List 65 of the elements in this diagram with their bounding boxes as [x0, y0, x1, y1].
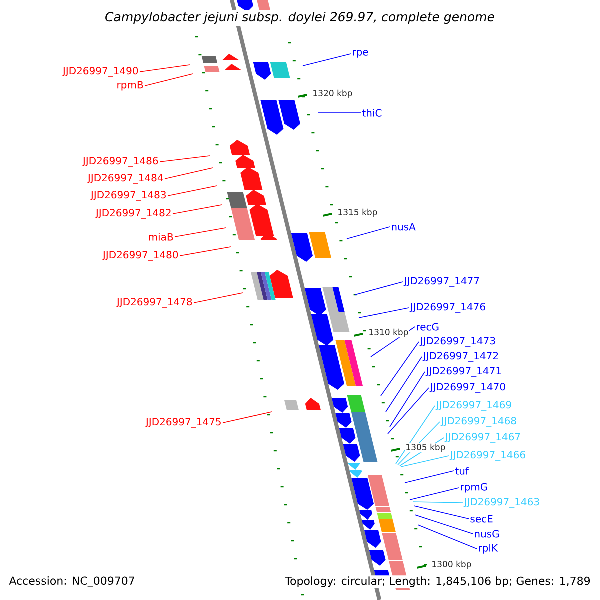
- position-label: 1310 kbp: [368, 328, 410, 338]
- gene-label: rpmG: [461, 483, 488, 493]
- leader-line: [174, 228, 226, 238]
- gene-label: JJD26997_1490: [62, 67, 138, 77]
- gene-label: JJD26997_1475: [145, 418, 221, 428]
- gene-label: JJD26997_1472: [422, 352, 498, 362]
- gene-label: JJD26997_1473: [420, 337, 496, 347]
- leader-line: [172, 204, 222, 214]
- gene-label: JJD26997_1476: [410, 303, 486, 313]
- leader-line: [180, 246, 232, 256]
- leader-line: [354, 282, 404, 296]
- genome-info-label: Topology: circular; Length: 1,845,106 bp; Genes: 1,789: [284, 576, 592, 588]
- position-label: 1300 kbp: [431, 560, 472, 570]
- gene-label: JJD26997_1480: [102, 251, 178, 261]
- gene-label: secE: [470, 515, 493, 523]
- gene-label: JJD26997_1468: [440, 417, 516, 427]
- leader-line: [400, 456, 450, 468]
- accession-label: Accession: NC_009707: [8, 576, 136, 588]
- leader-line: [414, 506, 470, 520]
- leader-line: [390, 372, 426, 428]
- gene-label: rplK: [479, 544, 498, 554]
- leader-line: [160, 156, 210, 162]
- leader-line: [380, 342, 420, 396]
- position-label: 1320 kbp: [312, 89, 354, 99]
- leader-line: [410, 488, 460, 500]
- gene-label: JJD26997_1486: [82, 157, 158, 167]
- gene-label: recG: [417, 323, 439, 331]
- leader-line: [404, 470, 454, 484]
- gene-label: miaB: [149, 233, 174, 241]
- gene-label: JJD26997_1470: [430, 383, 506, 393]
- gene-label: JJD26997_1478: [116, 298, 192, 308]
- leader-line: [168, 186, 218, 196]
- gene-label: JJD26997_1471: [426, 367, 502, 377]
- leader-line: [140, 64, 190, 72]
- leader-line: [164, 168, 214, 180]
- gene-label: JJD26997_1466: [450, 451, 526, 461]
- leader-line: [194, 292, 244, 304]
- gene-label: nusA: [392, 223, 416, 231]
- gene-label: JJD26997_1463: [464, 498, 540, 508]
- position-label: 1315 kbp: [337, 208, 378, 218]
- gene-label: JJD26997_1477: [404, 277, 480, 287]
- gene-label: rpmB: [118, 81, 144, 91]
- leader-line: [386, 356, 422, 412]
- leader-line: [222, 412, 272, 424]
- gene-label: JJD26997_1484: [87, 174, 164, 184]
- leader-line: [318, 112, 362, 114]
- position-label: 1305 kbp: [405, 443, 446, 453]
- gene-label: nusG: [475, 530, 500, 538]
- gene-label: JJD26997_1469: [436, 401, 512, 411]
- leader-line: [346, 226, 390, 240]
- leader-line: [418, 524, 478, 550]
- leader-line: [412, 502, 464, 504]
- gene-label: JJD26997_1467: [444, 433, 520, 443]
- leader-line: [414, 514, 474, 534]
- gene-label: tuf: [455, 467, 470, 475]
- leader-line: [396, 406, 436, 464]
- leader-line: [388, 388, 430, 434]
- gene-label: JJD26997_1482: [95, 209, 171, 219]
- leader-line: [358, 308, 410, 318]
- gene-label: thiC: [362, 109, 382, 117]
- leader-line: [302, 54, 352, 66]
- gene-label: JJD26997_1483: [90, 191, 166, 201]
- leader-line: [144, 74, 194, 86]
- title: Campylobacter jejuni subsp. doylei 269.97, complete genome: [103, 10, 497, 26]
- gene-label: rpe: [353, 50, 368, 58]
